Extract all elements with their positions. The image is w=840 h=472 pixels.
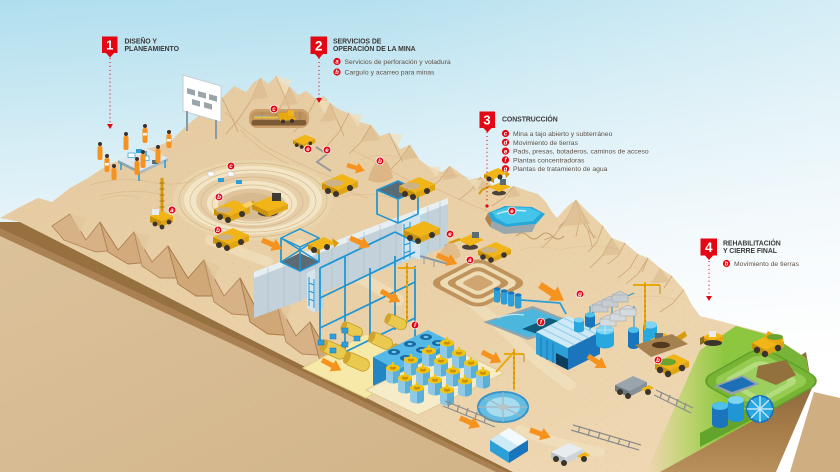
svg-text:e: e <box>504 149 508 155</box>
svg-text:Movimiento de tierras: Movimiento de tierras <box>734 261 800 268</box>
svg-text:PLANEAMIENTO: PLANEAMIENTO <box>125 46 180 53</box>
svg-text:f: f <box>540 319 543 326</box>
svg-text:2: 2 <box>315 39 323 54</box>
svg-text:e: e <box>510 208 514 215</box>
svg-text:b: b <box>217 194 221 201</box>
svg-text:Y CIERRE FINAL: Y CIERRE FINAL <box>723 248 777 255</box>
svg-text:d: d <box>504 141 508 147</box>
svg-text:REHABILITACIÓN: REHABILITACIÓN <box>723 239 781 248</box>
svg-text:DISEÑO Y: DISEÑO Y <box>125 37 158 46</box>
svg-text:Pads, presas, botaderos, camin: Pads, presas, botaderos, caminos de acce… <box>513 149 649 156</box>
svg-text:e: e <box>325 147 329 154</box>
svg-text:SERVICIOS DE: SERVICIOS DE <box>333 39 382 46</box>
svg-text:3: 3 <box>483 113 490 128</box>
svg-text:Plantas de tratamiento de agua: Plantas de tratamiento de agua <box>513 166 608 173</box>
svg-text:b: b <box>656 357 660 364</box>
svg-text:c: c <box>229 163 233 170</box>
svg-text:CONSTRUCCIÓN: CONSTRUCCIÓN <box>502 115 558 124</box>
svg-text:b: b <box>335 70 339 76</box>
svg-text:a: a <box>335 60 339 66</box>
svg-text:g: g <box>503 167 508 173</box>
svg-text:Mina a tajo abierto y subterrá: Mina a tajo abierto y subterráneo <box>513 131 613 138</box>
svg-text:b: b <box>216 227 220 234</box>
svg-text:b: b <box>725 262 729 268</box>
svg-text:Movimiento de tierras: Movimiento de tierras <box>513 140 579 147</box>
svg-text:e: e <box>306 146 310 153</box>
svg-text:4: 4 <box>705 240 713 255</box>
svg-text:c: c <box>504 132 508 138</box>
svg-text:Servicios de perforación y vol: Servicios de perforación y voladura <box>345 59 451 66</box>
svg-text:g: g <box>577 291 582 298</box>
svg-text:Plantas concentradoras: Plantas concentradoras <box>513 157 585 164</box>
svg-text:e: e <box>448 231 452 238</box>
svg-text:Carguío y acarreo para minas: Carguío y acarreo para minas <box>345 70 436 77</box>
svg-text:a: a <box>170 207 174 214</box>
svg-text:f: f <box>414 322 417 329</box>
svg-text:c: c <box>272 106 276 113</box>
svg-text:OPERACIÓN DE LA MINA: OPERACIÓN DE LA MINA <box>333 44 416 53</box>
svg-text:1: 1 <box>106 38 113 53</box>
svg-text:b: b <box>378 158 382 165</box>
svg-text:f: f <box>505 158 508 164</box>
svg-text:a: a <box>468 257 472 264</box>
